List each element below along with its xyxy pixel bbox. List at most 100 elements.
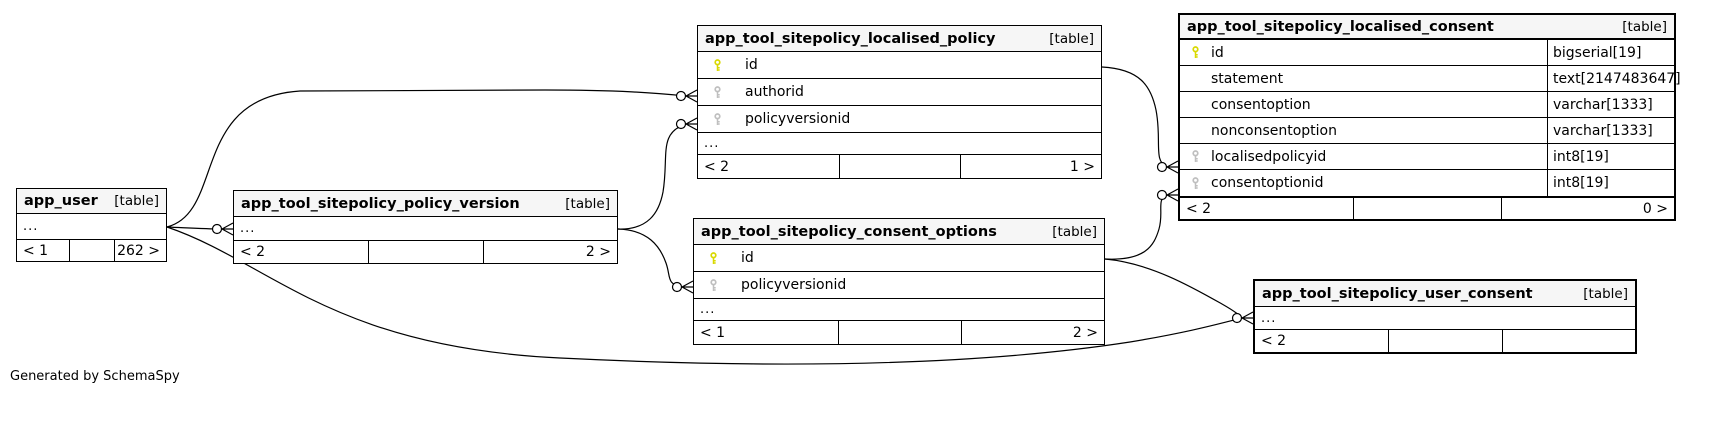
footer-children-count: 1 > xyxy=(959,155,1101,178)
column-name: statement xyxy=(1211,70,1284,87)
footer-middle-cell xyxy=(839,155,960,178)
footer-children-count xyxy=(1502,330,1635,352)
column-row-id[interactable]: id bigserial[19] xyxy=(1180,40,1674,66)
table-tag: [table] xyxy=(565,195,610,212)
zero-or-many-connector xyxy=(671,280,694,294)
zero-or-many-connector xyxy=(211,222,234,236)
edge-consent_options-localised_consent-consentoptionid xyxy=(1104,194,1168,260)
table-name[interactable]: app_tool_sitepolicy_localised_policy xyxy=(705,30,996,47)
collapsed-columns-row: ... xyxy=(17,214,166,239)
table-name[interactable]: app_tool_sitepolicy_policy_version xyxy=(241,195,520,212)
column-name: authorid xyxy=(745,84,804,100)
column-name: id xyxy=(745,57,758,73)
column-name: id xyxy=(1211,44,1224,61)
table-header: app_tool_sitepolicy_policy_version [tabl… xyxy=(234,191,617,217)
footer-parents-count: < 2 xyxy=(1261,333,1287,349)
column-type: varchar[1333] xyxy=(1547,92,1674,117)
collapsed-columns-row: ... xyxy=(694,299,1104,320)
primary-key-icon xyxy=(707,251,720,265)
edge-app_user-user_consent xyxy=(166,226,1243,365)
column-name: id xyxy=(741,250,754,266)
table-app_tool_sitepolicy_policy_version[interactable]: app_tool_sitepolicy_policy_version [tabl… xyxy=(233,190,618,264)
footer-parents-count: < 1 xyxy=(23,242,49,259)
column-row-nonconsentoption[interactable]: nonconsentoption varchar[1333] xyxy=(1180,118,1674,144)
footer-middle-cell xyxy=(1388,330,1502,352)
column-name: consentoptionid xyxy=(1211,175,1324,191)
edge-consent_options-user_consent xyxy=(1104,258,1243,319)
column-type: varchar[1333] xyxy=(1547,118,1674,143)
column-name: localisedpolicyid xyxy=(1211,148,1327,165)
column-type: text[2147483647] xyxy=(1547,66,1681,91)
column-row-policyversionid[interactable]: policyversionid xyxy=(694,272,1104,299)
table-name[interactable]: app_tool_sitepolicy_localised_consent xyxy=(1187,18,1494,35)
table-footer: < 1 262 > xyxy=(17,239,166,261)
table-footer: < 1 2 > xyxy=(694,320,1104,344)
column-row-authorid[interactable]: authorid xyxy=(698,79,1101,106)
footer-middle-cell xyxy=(69,240,114,261)
table-header: app_tool_sitepolicy_localised_policy [ta… xyxy=(698,26,1101,52)
footer-children-count: 2 > xyxy=(482,241,617,263)
table-name[interactable]: app_tool_sitepolicy_consent_options xyxy=(701,223,997,240)
column-row-localisedpolicyid[interactable]: localisedpolicyid int8[19] xyxy=(1180,144,1674,170)
column-name: policyversionid xyxy=(745,111,851,127)
no-key-spacer xyxy=(1189,124,1202,137)
column-row-id[interactable]: id xyxy=(698,52,1101,79)
table-header: app_tool_sitepolicy_consent_options [tab… xyxy=(694,219,1104,245)
footer-middle-cell xyxy=(1352,198,1501,219)
edge-policy_version-localised_policy-policyversionid xyxy=(617,123,687,230)
column-type: int8[19] xyxy=(1547,144,1674,169)
foreign-key-icon xyxy=(711,85,724,99)
foreign-key-icon xyxy=(1189,176,1202,190)
edge-app_user-localised_policy-authorid xyxy=(166,89,687,228)
footer-middle-cell xyxy=(368,241,483,263)
footer-children-count: 2 > xyxy=(960,321,1105,344)
footer-parents-count: < 2 xyxy=(704,158,730,175)
schemaspy-credit: Generated by SchemaSpy xyxy=(10,369,180,384)
column-type: int8[19] xyxy=(1547,170,1674,196)
table-tag: [table] xyxy=(1622,18,1667,35)
table-header: app_tool_sitepolicy_user_consent [table] xyxy=(1255,281,1635,307)
table-tag: [table] xyxy=(1583,285,1628,302)
footer-children-count: 0 > xyxy=(1501,198,1674,219)
column-row-policyversionid[interactable]: policyversionid xyxy=(698,106,1101,133)
table-footer: < 2 2 > xyxy=(234,240,617,263)
table-app_tool_sitepolicy_consent_options[interactable]: app_tool_sitepolicy_consent_options [tab… xyxy=(693,218,1105,345)
column-name: nonconsentoption xyxy=(1211,122,1337,139)
collapsed-columns-row: ... xyxy=(1255,307,1635,329)
no-key-spacer xyxy=(1189,98,1202,111)
column-type: bigserial[19] xyxy=(1547,40,1674,65)
footer-children-count: 262 > xyxy=(113,240,166,261)
table-app_tool_sitepolicy_localised_policy[interactable]: app_tool_sitepolicy_localised_policy [ta… xyxy=(697,25,1102,179)
column-row-consentoptionid[interactable]: consentoptionid int8[19] xyxy=(1180,170,1674,196)
zero-or-many-connector xyxy=(1231,311,1254,325)
table-footer: < 2 xyxy=(1255,329,1635,352)
foreign-key-icon xyxy=(707,278,720,292)
collapsed-columns-row: ... xyxy=(234,217,617,240)
table-header: app_tool_sitepolicy_localised_consent [t… xyxy=(1180,15,1674,40)
table-app_tool_sitepolicy_user_consent[interactable]: app_tool_sitepolicy_user_consent [table]… xyxy=(1253,279,1637,354)
collapsed-columns-row: ... xyxy=(698,133,1101,154)
primary-key-icon xyxy=(1189,46,1202,59)
column-row-id[interactable]: id xyxy=(694,245,1104,272)
footer-parents-count: < 1 xyxy=(700,324,726,341)
table-name[interactable]: app_tool_sitepolicy_user_consent xyxy=(1262,285,1533,302)
table-name[interactable]: app_user xyxy=(24,193,98,209)
edge-localised_policy-localised_consent-localisedpolicyid xyxy=(1101,66,1168,168)
table-tag: [table] xyxy=(114,193,159,209)
zero-or-many-connector xyxy=(1156,188,1179,202)
column-row-consentoption[interactable]: consentoption varchar[1333] xyxy=(1180,92,1674,118)
table-app_tool_sitepolicy_localised_consent[interactable]: app_tool_sitepolicy_localised_consent [t… xyxy=(1178,13,1681,221)
table-app_user[interactable]: app_user [table] ... < 1 262 > xyxy=(16,188,167,262)
foreign-key-icon xyxy=(711,112,724,126)
foreign-key-icon xyxy=(1189,150,1202,163)
edge-policy_version-consent_options-policyversionid xyxy=(617,228,683,288)
zero-or-many-connector xyxy=(675,89,698,103)
table-tag: [table] xyxy=(1049,30,1094,47)
footer-parents-count: < 2 xyxy=(1186,200,1212,217)
column-row-statement[interactable]: statement text[2147483647] xyxy=(1180,66,1681,92)
zero-or-many-connector xyxy=(675,117,698,131)
zero-or-many-connector xyxy=(1156,160,1179,174)
primary-key-icon xyxy=(711,58,724,72)
table-footer: < 2 1 > xyxy=(698,154,1101,178)
